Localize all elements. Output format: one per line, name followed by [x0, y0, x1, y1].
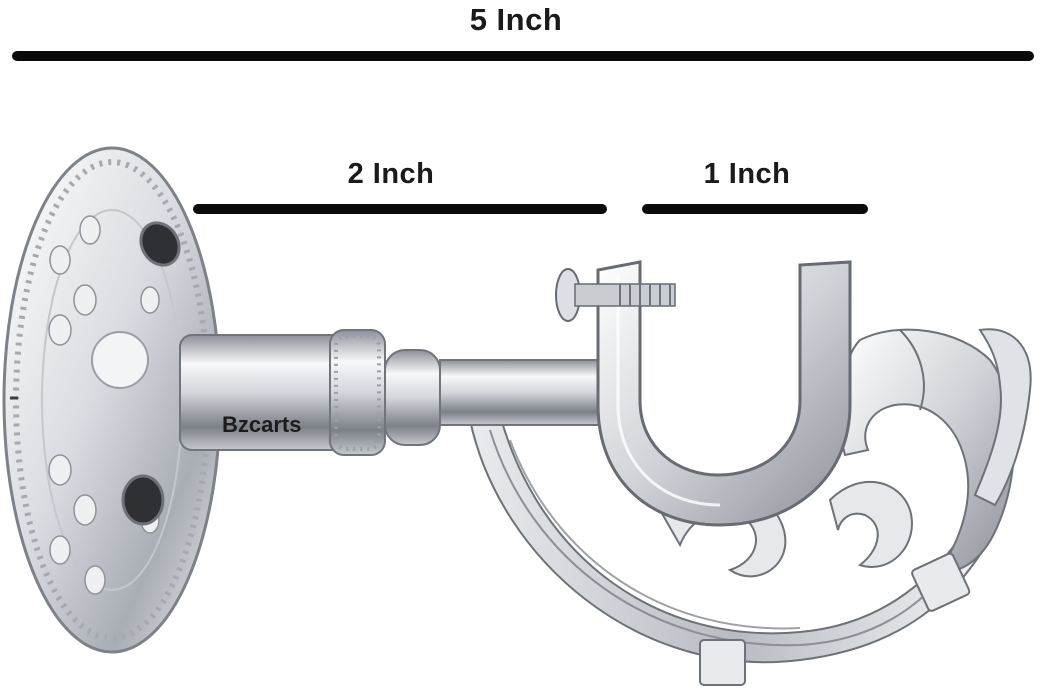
- rod-hook: [555, 260, 852, 527]
- shaft-length-label: 2 Inch: [347, 158, 435, 190]
- brand-watermark: Bzcarts: [222, 412, 302, 437]
- hook-width-bar: [642, 204, 868, 214]
- overall-length-label: 5 Inch: [469, 2, 563, 37]
- hook-width-label: 1 Inch: [703, 158, 791, 190]
- set-screw: [555, 268, 676, 322]
- shaft-length-bar: [193, 204, 607, 214]
- rod-shaft: [179, 329, 611, 456]
- overall-length-bar: [12, 51, 1034, 61]
